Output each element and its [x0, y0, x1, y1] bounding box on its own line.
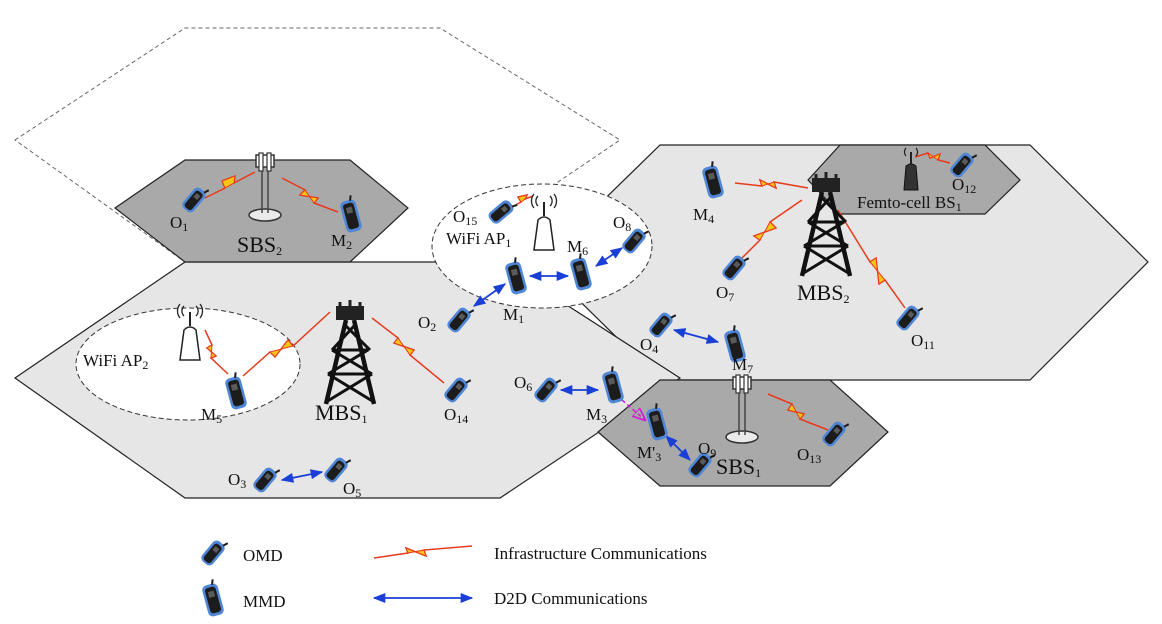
label-wifi-ap2: WiFi AP2: [83, 351, 148, 372]
legend-infra-label: Infrastructure Communications: [494, 544, 707, 563]
label-sbs2: SBS2: [237, 232, 282, 258]
legend-omd-label: OMD: [243, 546, 283, 565]
label-wifi-ap1: WiFi AP1: [446, 229, 511, 250]
label-femto: Femto-cell BS1: [857, 193, 962, 214]
mobility-link: [621, 399, 645, 420]
label-mbs2: MBS2: [797, 280, 849, 306]
legend-omd-icon: [198, 534, 231, 569]
d2d-links: [280, 247, 720, 483]
legend-d2d-label: D2D Communications: [494, 589, 647, 608]
legend-mmd-label: MMD: [243, 592, 286, 611]
legend: OMD MMD Infrastructure Communications D2…: [198, 534, 707, 619]
legend-infra-symbol: [373, 545, 473, 559]
label-M3p: M'3: [637, 443, 661, 464]
legend-mmd-icon: [199, 577, 226, 619]
infra-bolts: [206, 151, 941, 420]
label-sbs1: SBS1: [716, 454, 761, 480]
label-mbs1: MBS1: [315, 400, 367, 426]
